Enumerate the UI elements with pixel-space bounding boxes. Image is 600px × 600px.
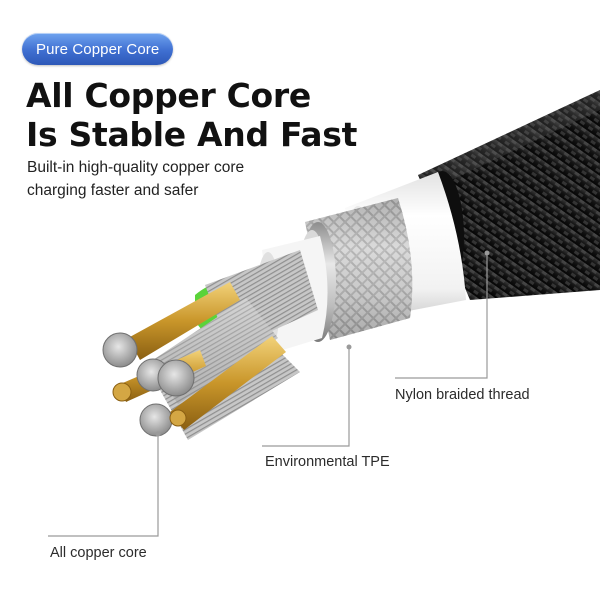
headline-line-2: Is Stable And Fast bbox=[26, 115, 358, 154]
headline-line-1: All Copper Core bbox=[26, 76, 311, 115]
subtext-line-2: charging faster and safer bbox=[27, 182, 199, 199]
environmental-tpe-label: Environmental TPE bbox=[265, 454, 390, 470]
callout-leaders bbox=[48, 250, 490, 537]
tpe-leader-line bbox=[262, 347, 350, 447]
conductor-end-faces bbox=[102, 332, 195, 437]
pure-copper-core-badge: Pure Copper Core bbox=[22, 33, 174, 65]
subtext: Built-in high-quality copper core chargi… bbox=[27, 156, 244, 202]
nylon-leader-line bbox=[395, 253, 488, 379]
core-leader-line bbox=[48, 434, 159, 537]
all-copper-core-label: All copper core bbox=[50, 545, 147, 561]
badge-label: Pure Copper Core bbox=[36, 40, 160, 58]
nylon-braided-thread-label: Nylon braided thread bbox=[395, 387, 530, 403]
headline: All Copper Core Is Stable And Fast bbox=[26, 76, 357, 154]
subtext-line-1: Built-in high-quality copper core bbox=[27, 159, 245, 176]
